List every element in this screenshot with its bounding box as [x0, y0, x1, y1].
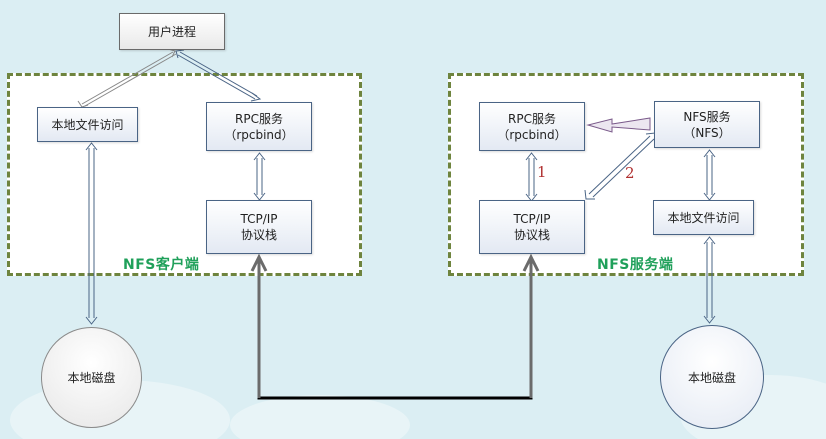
arrow-nfs-register-rpc	[586, 117, 651, 133]
client-local-file-access-label: 本地文件访问	[51, 117, 124, 132]
arrow-user-to-rpc	[175, 49, 262, 102]
client-rpc-label: RPC服务	[235, 111, 283, 126]
client-tcpip-sublabel: 协议栈	[240, 228, 277, 242]
arrow-nfs-to-server-local	[703, 149, 716, 201]
client-rpc-service-box: RPC服务 （rpcbind）	[206, 102, 312, 151]
server-nfs-sublabel: （NFS）	[683, 125, 731, 140]
user-process-label: 用户进程	[147, 24, 196, 39]
server-local-disk: 本地磁盘	[660, 325, 764, 429]
server-rpc-service-box: RPC服务 （rpcbind）	[479, 102, 585, 151]
client-local-disk: 本地磁盘	[41, 327, 142, 428]
server-local-file-access-label: 本地文件访问	[667, 210, 740, 225]
client-local-file-access-box: 本地文件访问	[37, 107, 138, 142]
server-local-file-access-box: 本地文件访问	[653, 200, 754, 235]
arrow-client-local-to-disk	[85, 142, 98, 325]
client-local-disk-label: 本地磁盘	[67, 371, 116, 385]
server-nfs-label: NFS服务	[683, 109, 731, 124]
client-rpc-sublabel: （rpcbind）	[224, 127, 294, 142]
arrow-user-to-local-access	[77, 48, 177, 108]
server-group-label: NFS服务端	[597, 257, 674, 273]
user-process-box: 用户进程	[119, 13, 225, 50]
server-rpc-label: RPC服务	[508, 111, 556, 126]
step-number-1: 1	[537, 163, 547, 181]
client-tcpip-box: TCP/IP 协议栈	[206, 200, 312, 254]
arrow-server-rpc-to-tcpip	[525, 152, 538, 202]
server-local-disk-label: 本地磁盘	[687, 370, 736, 385]
server-tcpip-box: TCP/IP 协议栈	[479, 200, 585, 254]
arrow-server-local-to-disk	[703, 236, 716, 324]
client-group-label: NFS客户端	[123, 257, 200, 273]
arrow-nfs-to-tcpip	[584, 132, 657, 200]
server-tcpip-sublabel: 协议栈	[513, 228, 550, 242]
server-rpc-sublabel: （rpcbind）	[497, 127, 567, 142]
client-tcpip-label: TCP/IP	[240, 212, 278, 226]
arrow-client-rpc-to-tcpip	[253, 152, 266, 201]
server-nfs-service-box: NFS服务 （NFS）	[654, 101, 760, 148]
server-tcpip-label: TCP/IP	[513, 212, 551, 226]
step-number-2: 2	[625, 164, 635, 182]
network-connection	[250, 253, 540, 400]
